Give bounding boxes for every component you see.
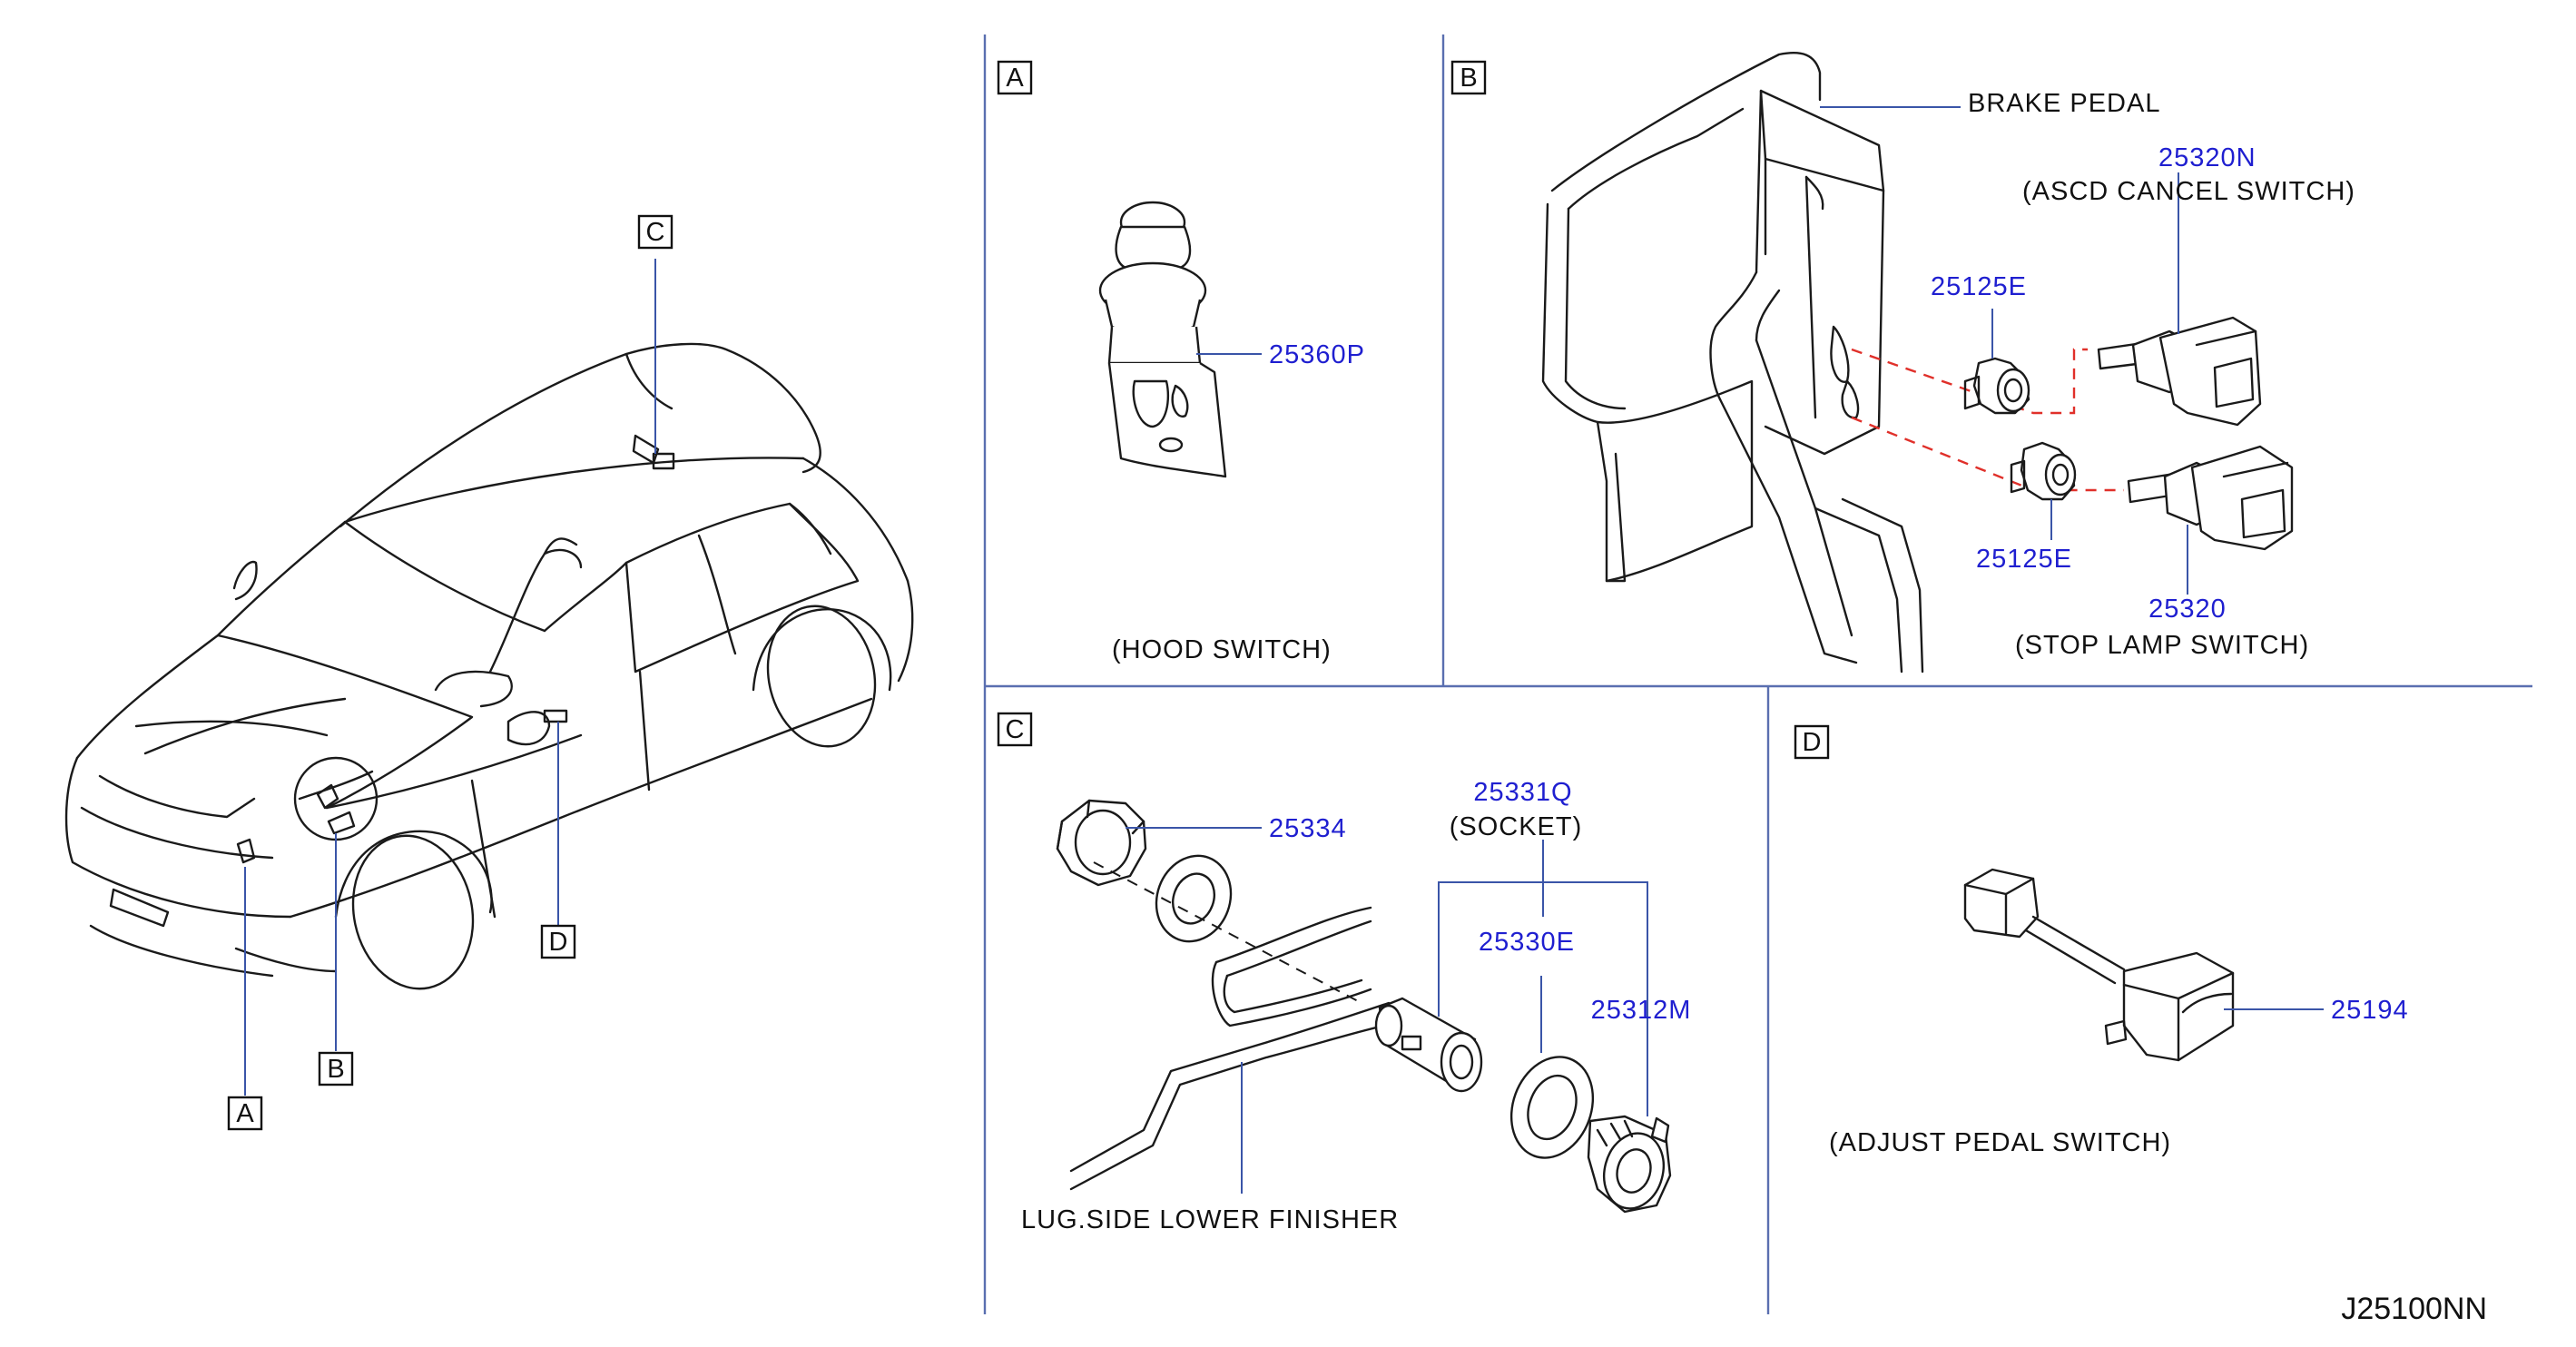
part-25334: 25334 — [1269, 814, 1347, 843]
section-label-c: C — [1006, 715, 1025, 744]
callout-label-d: D — [549, 928, 568, 957]
finisher-caption: LUG.SIDE LOWER FINISHER — [1021, 1205, 1399, 1234]
callout-box-a: A — [227, 1096, 263, 1131]
section-label-b: B — [1460, 64, 1477, 93]
ascd-cancel-switch-caption: (ASCD CANCEL SWITCH) — [2022, 177, 2355, 206]
callout-label-a: A — [236, 1099, 254, 1128]
brake-pedal-bracket-drawing — [1541, 52, 1961, 674]
stop-lamp-switch-drawing — [2127, 445, 2294, 595]
section-label-a: A — [1006, 64, 1024, 93]
brake-pedal-label: BRAKE PEDAL — [1968, 89, 2160, 118]
part-25320n: 25320N — [2158, 143, 2256, 172]
part-25320: 25320 — [2148, 595, 2227, 624]
part-25312m: 25312M — [1591, 996, 1692, 1025]
vehicle-part-marks — [236, 434, 675, 864]
callout-box-d: D — [540, 924, 576, 959]
section-d: D 25194 (ADJUST PEDAL SWITCH) — [1794, 724, 2409, 1157]
socket-caption: (SOCKET) — [1450, 812, 1583, 841]
part-25194: 25194 — [2331, 996, 2409, 1025]
part-25331q: 25331Q — [1473, 778, 1572, 807]
part-25125e-upper: 25125E — [1931, 272, 2027, 301]
ascd-cancel-switch-drawing — [2097, 172, 2262, 427]
adjust-pedal-switch-drawing — [1963, 868, 2324, 1062]
stop-lamp-switch-caption: (STOP LAMP SWITCH) — [2015, 631, 2309, 660]
callout-label-b: B — [327, 1055, 344, 1084]
callout-box-b: B — [318, 1051, 354, 1086]
assembly-axis-line — [1093, 861, 1362, 1004]
callout-label-c: C — [646, 218, 665, 247]
clip-25125e-upper-drawing — [1963, 309, 2030, 415]
callout-box-c: C — [637, 214, 673, 250]
adjust-pedal-switch-caption: (ADJUST PEDAL SWITCH) — [1829, 1128, 2171, 1157]
plug-25312m-drawing — [1587, 1035, 1672, 1214]
bezel-25334-drawing — [1056, 799, 1262, 943]
section-label-d: D — [1803, 728, 1822, 757]
vehicle-overview — [64, 259, 914, 1096]
clip-25125e-lower-drawing — [2010, 441, 2077, 540]
part-25330e: 25330E — [1479, 928, 1575, 957]
hood-switch-caption: (HOOD SWITCH) — [1112, 635, 1332, 664]
part-25360p: 25360P — [1269, 340, 1365, 369]
section-a: A 25360P (HOOD SWITCH) — [997, 60, 1365, 664]
section-c: C 25334 LUG.SIDE LOWER FINISHER — [997, 712, 1692, 1234]
part-25125e-lower: 25125E — [1976, 545, 2072, 574]
socket-25331q-drawing — [1374, 840, 1648, 1093]
section-b: B BRAKE PEDAL — [1450, 52, 2355, 674]
hood-switch-drawing — [1098, 201, 1262, 478]
diagram-id: J25100NN — [2341, 1292, 2487, 1326]
section-dividers — [983, 34, 2532, 1314]
ring-25330e-drawing — [1509, 976, 1595, 1159]
lug-side-finisher-drawing — [1069, 906, 1391, 1194]
